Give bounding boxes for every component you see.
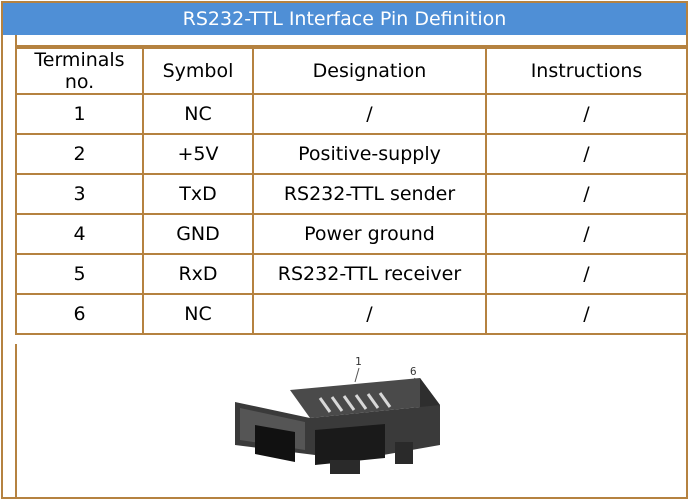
cell-symbol: +5V [142, 133, 254, 175]
cell-terminal: 5 [15, 253, 144, 295]
header-symbol: Symbol [142, 47, 254, 95]
cell-designation: Power ground [252, 213, 487, 255]
pin-label-last: 6 [410, 365, 417, 378]
cell-instructions: / [485, 173, 688, 215]
cell-designation: Positive-supply [252, 133, 487, 175]
header-designation: Designation [252, 47, 487, 95]
cell-symbol: NC [142, 293, 254, 335]
cell-designation: / [252, 93, 487, 135]
table-row: 1 NC / / [15, 93, 688, 135]
connector-leg [330, 460, 360, 474]
cell-terminal: 1 [15, 93, 144, 135]
table-row: 2 +5V Positive-supply / [15, 133, 688, 175]
header-instructions: Instructions [485, 47, 688, 95]
cell-terminal: 6 [15, 293, 144, 335]
table-row: 5 RxD RS232-TTL receiver / [15, 253, 688, 295]
cell-symbol: NC [142, 93, 254, 135]
cell-symbol: TxD [142, 173, 254, 215]
header-terminals-no: Terminals no. [15, 47, 144, 95]
cell-instructions: / [485, 253, 688, 295]
cell-terminal: 2 [15, 133, 144, 175]
cell-instructions: / [485, 93, 688, 135]
jack-cavity [315, 424, 385, 465]
connector-leg [395, 442, 413, 464]
table-row: 3 TxD RS232-TTL sender / [15, 173, 688, 215]
spacer-row [15, 35, 686, 47]
cell-instructions: / [485, 133, 688, 175]
header-row: Terminals no. Symbol Designation Instruc… [15, 47, 688, 95]
cell-symbol: RxD [142, 253, 254, 295]
cell-instructions: / [485, 213, 688, 255]
cell-terminal: 3 [15, 173, 144, 215]
cell-instructions: / [485, 293, 688, 335]
cell-designation: RS232-TTL receiver [252, 253, 487, 295]
pin-definition-table: Terminals no. Symbol Designation Instruc… [15, 47, 688, 335]
table-row: 4 GND Power ground / [15, 213, 688, 255]
connector-image-row: 1 6 [15, 344, 686, 499]
cell-symbol: GND [142, 213, 254, 255]
contact-pins [318, 392, 392, 413]
table-row: 6 NC / / [15, 293, 688, 335]
cell-designation: RS232-TTL sender [252, 173, 487, 215]
cell-designation: / [252, 293, 487, 335]
table-title: RS232-TTL Interface Pin Definition [3, 3, 686, 35]
jack-opening [255, 425, 295, 462]
pin-label-first: 1 [355, 355, 362, 368]
rj11-connector-image: 1 6 [235, 355, 440, 474]
cell-terminal: 4 [15, 213, 144, 255]
